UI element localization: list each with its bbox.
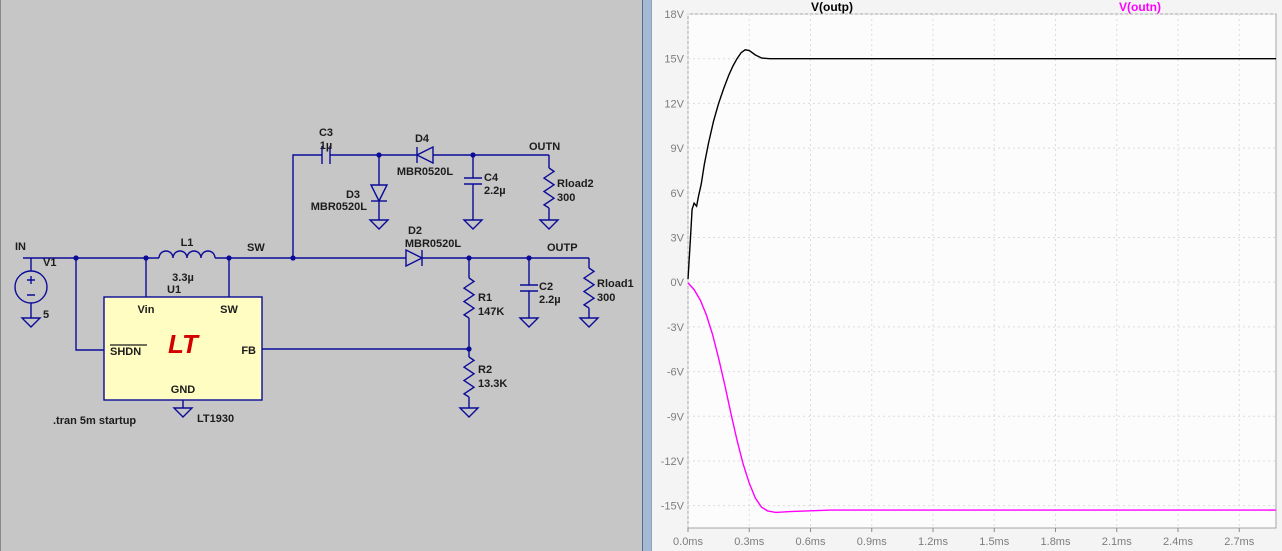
trace-V(outn) <box>687 282 1276 514</box>
rload1-resistor[interactable] <box>583 267 595 309</box>
legend-voutn[interactable]: V(outn) <box>1119 0 1161 14</box>
c2-value[interactable]: 2.2µ <box>539 294 561 306</box>
y-tick-label: 12V <box>664 98 684 110</box>
y-tick-label: 6V <box>671 188 685 200</box>
r2-ref[interactable]: R2 <box>478 364 492 376</box>
schematic-canvas[interactable]: IN V1 5 L1 3.3µ U1 SW Vin SW SHDN FB GND… <box>1 0 643 551</box>
d3-ref[interactable]: D3 <box>346 189 360 201</box>
x-tick-label: 2.1ms <box>1102 536 1132 548</box>
d4-ref[interactable]: D4 <box>415 133 430 145</box>
net-label-outn[interactable]: OUTN <box>529 141 560 153</box>
x-tick-label: 1.5ms <box>979 536 1009 548</box>
ground-icon <box>459 407 479 418</box>
ground-icon <box>369 219 389 230</box>
ground-icon <box>539 219 559 230</box>
wires[interactable] <box>23 154 590 408</box>
y-tick-label: -9V <box>667 411 685 423</box>
y-tick-label: 0V <box>671 277 685 289</box>
l1-ref[interactable]: L1 <box>181 237 194 249</box>
x-tick-label: 2.7ms <box>1224 536 1254 548</box>
pane-splitter[interactable] <box>642 0 652 551</box>
pin-label-gnd: GND <box>171 384 196 396</box>
plot-area[interactable] <box>687 13 1277 529</box>
c3-value[interactable]: 1µ <box>320 140 332 152</box>
c2-ref[interactable]: C2 <box>539 281 553 293</box>
net-label-in[interactable]: IN <box>15 241 26 253</box>
rload2-value[interactable]: 300 <box>557 192 575 204</box>
x-tick-label: 0.3ms <box>734 536 764 548</box>
c2-capacitor[interactable] <box>520 284 538 292</box>
y-tick-label: -15V <box>661 501 685 513</box>
v1-value[interactable]: 5 <box>43 309 49 321</box>
rload1-value[interactable]: 300 <box>597 292 615 304</box>
rload2-ref[interactable]: Rload2 <box>557 178 594 190</box>
ground-icon <box>173 407 193 418</box>
d2-diode[interactable] <box>405 248 424 268</box>
d3-value[interactable]: MBR0520L <box>311 201 368 213</box>
y-tick-label: 18V <box>664 9 684 21</box>
schematic-labels: IN V1 5 L1 3.3µ U1 SW Vin SW SHDN FB GND… <box>15 127 634 427</box>
y-tick-label: 15V <box>664 54 684 66</box>
r2-value[interactable]: 13.3K <box>478 378 507 390</box>
d3-diode[interactable] <box>369 184 389 203</box>
legend-voutp[interactable]: V(outp) <box>811 0 853 14</box>
net-label-sw[interactable]: SW <box>247 242 265 254</box>
x-tick-label: 0.9ms <box>857 536 887 548</box>
d2-value[interactable]: MBR0520L <box>405 238 462 250</box>
c4-capacitor[interactable] <box>464 177 482 185</box>
r1-ref[interactable]: R1 <box>478 292 492 304</box>
ground-icon <box>579 317 599 328</box>
pin-label-shdn: SHDN <box>110 346 141 358</box>
d4-diode[interactable] <box>415 145 434 165</box>
c3-ref[interactable]: C3 <box>319 127 333 139</box>
pin-label-vin: Vin <box>138 304 155 316</box>
junction-dots <box>73 152 532 352</box>
v1-voltage-source[interactable] <box>14 270 48 304</box>
d2-ref[interactable]: D2 <box>408 225 422 237</box>
ground-icon <box>21 317 41 328</box>
pin-label-sw: SW <box>220 304 238 316</box>
plot-legend: V(outp) V(outn) <box>652 0 1282 14</box>
r2-resistor[interactable] <box>463 356 475 398</box>
r1-resistor[interactable] <box>463 277 475 319</box>
ground-icon <box>463 219 483 230</box>
y-tick-label: 3V <box>671 232 685 244</box>
u1-ref[interactable]: U1 <box>167 284 181 296</box>
spice-directive[interactable]: .tran 5m startup <box>53 415 136 427</box>
y-tick-label: -3V <box>667 322 685 334</box>
l1-value[interactable]: 3.3µ <box>172 272 194 284</box>
x-tick-label: 1.2ms <box>918 536 948 548</box>
u1-part-number[interactable]: LT1930 <box>197 413 234 425</box>
y-tick-label: -6V <box>667 367 685 379</box>
c4-ref[interactable]: C4 <box>484 172 499 184</box>
rload2-resistor[interactable] <box>543 167 555 209</box>
linear-technology-logo-icon: LT <box>168 329 200 359</box>
trace-V(outp) <box>687 49 1276 280</box>
net-label-outp[interactable]: OUTP <box>547 242 578 254</box>
x-tick-label: 0.6ms <box>796 536 826 548</box>
waveform-pane[interactable]: V(outp) V(outn) 0.0ms 0.3ms 0.6ms 0.9ms 1.2m… <box>652 0 1282 551</box>
ground-icon <box>519 317 539 328</box>
schematic-pane[interactable]: IN V1 5 L1 3.3µ U1 SW Vin SW SHDN FB GND… <box>0 0 642 551</box>
c3-capacitor[interactable] <box>321 146 331 164</box>
pin-label-fb: FB <box>241 345 256 357</box>
l1-inductor[interactable] <box>158 250 216 259</box>
d4-value[interactable]: MBR0520L <box>397 166 454 178</box>
waveform-plot[interactable]: 0.0ms 0.3ms 0.6ms 0.9ms 1.2ms 1.5ms 1.8ms 2.1ms… <box>652 0 1282 551</box>
r1-value[interactable]: 147K <box>478 306 504 318</box>
u1-lt1930-ic[interactable] <box>103 296 263 401</box>
y-tick-label: -12V <box>661 456 685 468</box>
x-tick-label: 1.8ms <box>1041 536 1071 548</box>
x-tick-label: 2.4ms <box>1163 536 1193 548</box>
y-tick-label: 9V <box>671 143 685 155</box>
c4-value[interactable]: 2.2µ <box>484 185 506 197</box>
x-tick-label: 0.0ms <box>673 536 703 548</box>
rload1-ref[interactable]: Rload1 <box>597 278 634 290</box>
v1-ref[interactable]: V1 <box>43 257 56 269</box>
